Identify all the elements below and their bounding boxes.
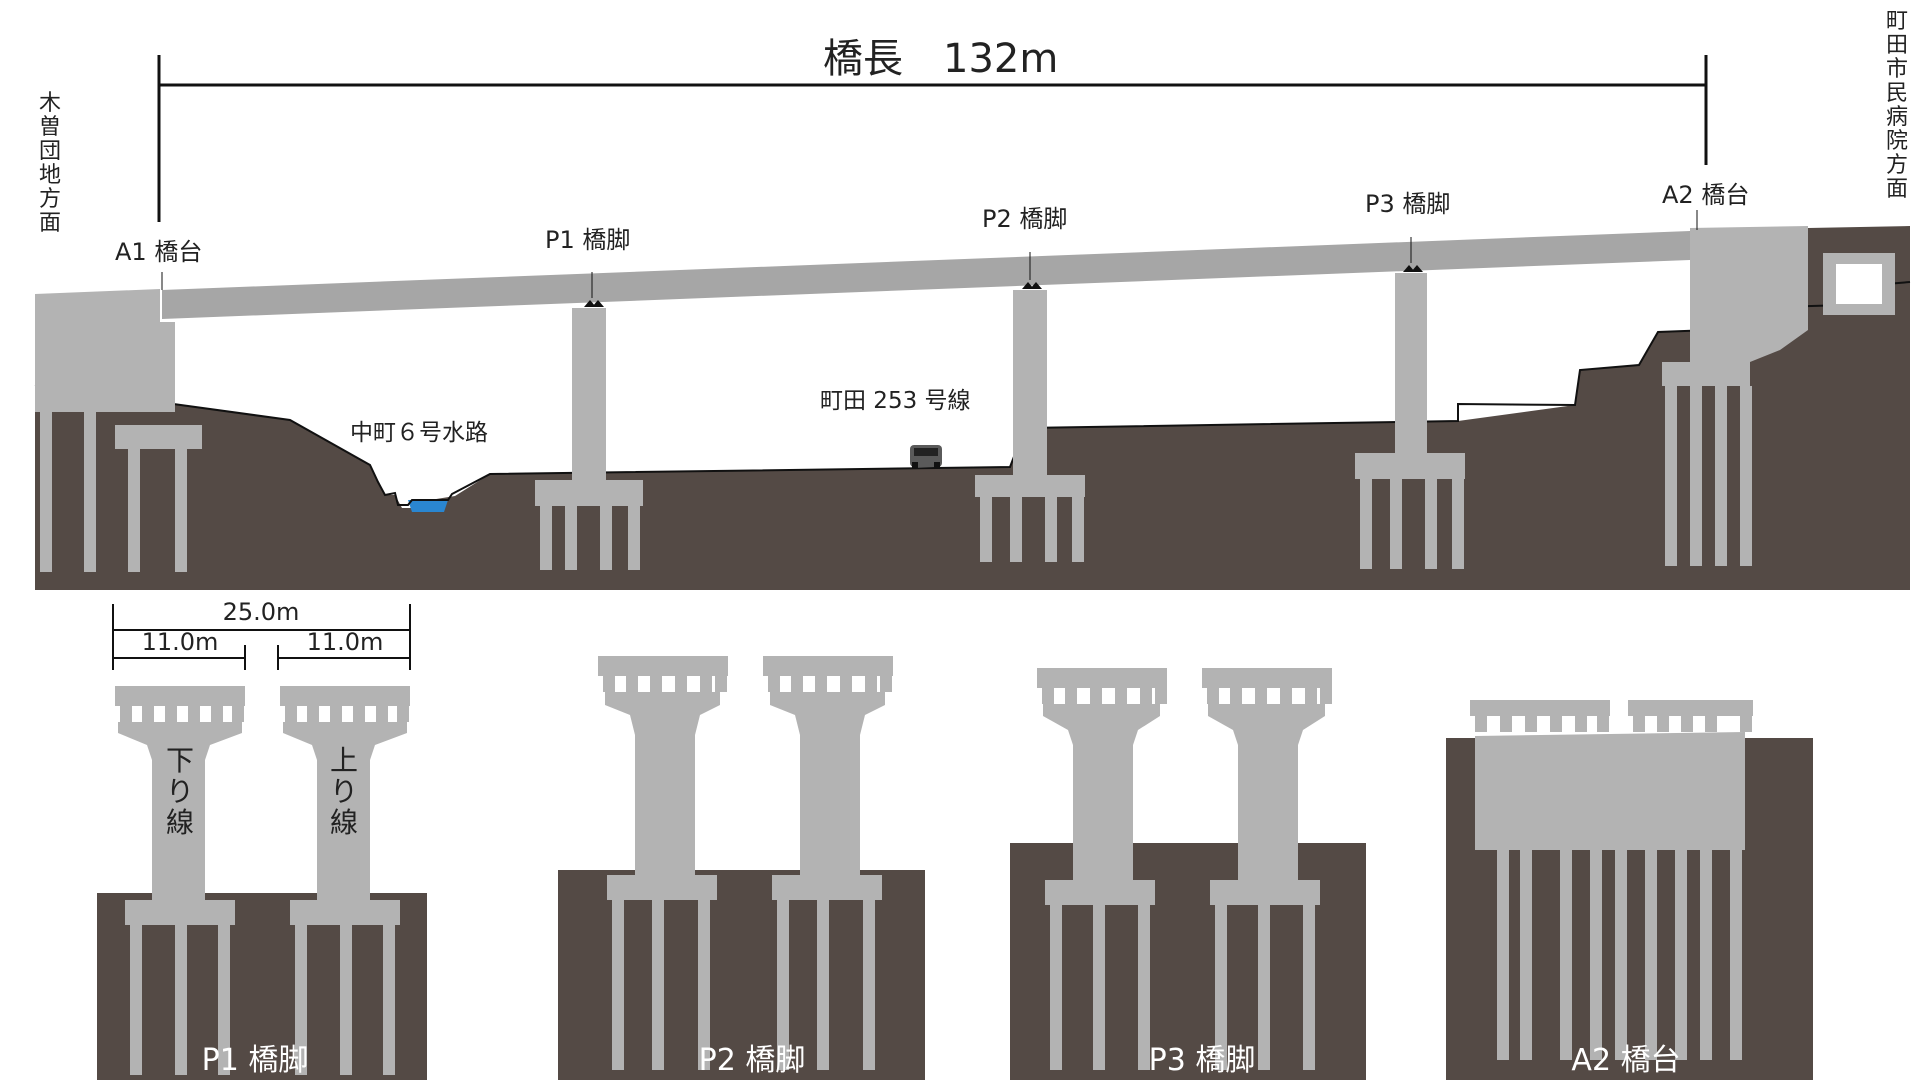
lane-up-text-char: 線 <box>330 806 358 839</box>
lane-down-text: 下り線 <box>166 744 194 839</box>
car-icon <box>910 445 942 469</box>
direction-left-label: 木曽団地方面 <box>39 91 61 236</box>
dimension-left: 11.0m <box>142 628 219 656</box>
p3-pier <box>1355 273 1465 569</box>
lane-down-text-char: 下 <box>166 744 194 777</box>
a1-label: A1 橋台 <box>115 238 202 266</box>
road-label: 町田 253 号線 <box>820 388 971 414</box>
direction-right-text-char: 町 <box>1886 9 1908 34</box>
p1-cross-section <box>97 604 427 1080</box>
direction-left-text-char: 団 <box>39 139 61 164</box>
lane-up-text-char: 上 <box>330 744 358 777</box>
p2-cross-section <box>558 656 925 1080</box>
dimension-total: 25.0m <box>223 598 300 626</box>
direction-left-text: 木曽団地方面 <box>39 91 61 236</box>
lane-down-text-char: り <box>166 775 194 808</box>
waterway-label: 中町６号水路 <box>350 420 488 446</box>
direction-right-text-char: 民 <box>1886 81 1908 106</box>
direction-left-text-char: 木 <box>39 91 61 116</box>
ground <box>35 288 1910 590</box>
lane-up-text-char: り <box>330 775 358 808</box>
direction-right-text-char: 面 <box>1886 177 1908 202</box>
longitudinal-section <box>34 55 1911 590</box>
p1-pier <box>535 308 643 570</box>
direction-right-text-char: 田 <box>1886 33 1908 58</box>
bridge-deck <box>162 231 1690 319</box>
bridge-length-label: 橋長 132m <box>823 36 1058 82</box>
direction-right-text-char: 市 <box>1886 57 1908 82</box>
p2-label: P2 橋脚 <box>982 205 1067 233</box>
direction-left-text-char: 地 <box>39 163 61 188</box>
a2-abutment <box>1662 226 1895 566</box>
direction-left-text-char: 曽 <box>39 115 61 140</box>
direction-left-text-char: 面 <box>39 211 61 236</box>
p2-pier <box>975 290 1085 562</box>
a2-cross-section <box>1446 700 1813 1080</box>
water <box>408 500 448 512</box>
box-culvert-void <box>1836 264 1882 304</box>
leader-lines <box>161 210 1698 298</box>
direction-right-label: 町田市民病院方面 <box>1886 9 1908 202</box>
a2-label: A2 橋台 <box>1662 181 1749 209</box>
p3-label: P3 橋脚 <box>1365 190 1450 218</box>
direction-right-text-char: 病 <box>1886 105 1908 130</box>
a2-section-label: A2 橋台 <box>1571 1043 1680 1078</box>
lane-down-text-char: 線 <box>166 806 194 839</box>
dimension-right: 11.0m <box>307 628 384 656</box>
width-dimensions <box>112 604 411 670</box>
direction-right-text-char: 院 <box>1886 129 1908 154</box>
direction-left-text-char: 方 <box>39 187 61 212</box>
p1-section-label: P1 橋脚 <box>202 1043 309 1078</box>
p3-section-label: P3 橋脚 <box>1149 1043 1256 1078</box>
a1-abutment <box>35 289 202 572</box>
lane-down-label: 下り線 <box>166 744 194 839</box>
p3-cross-section <box>1010 668 1366 1080</box>
direction-right-text: 町田市民病院方面 <box>1886 9 1908 202</box>
direction-right-text-char: 方 <box>1886 153 1908 178</box>
p2-section-label: P2 橋脚 <box>699 1043 806 1078</box>
span-dimension <box>157 55 1708 222</box>
lane-up-text: 上り線 <box>330 744 358 839</box>
lane-up-label: 上り線 <box>330 744 358 839</box>
p1-label: P1 橋脚 <box>545 226 630 254</box>
bearings <box>584 265 1423 307</box>
